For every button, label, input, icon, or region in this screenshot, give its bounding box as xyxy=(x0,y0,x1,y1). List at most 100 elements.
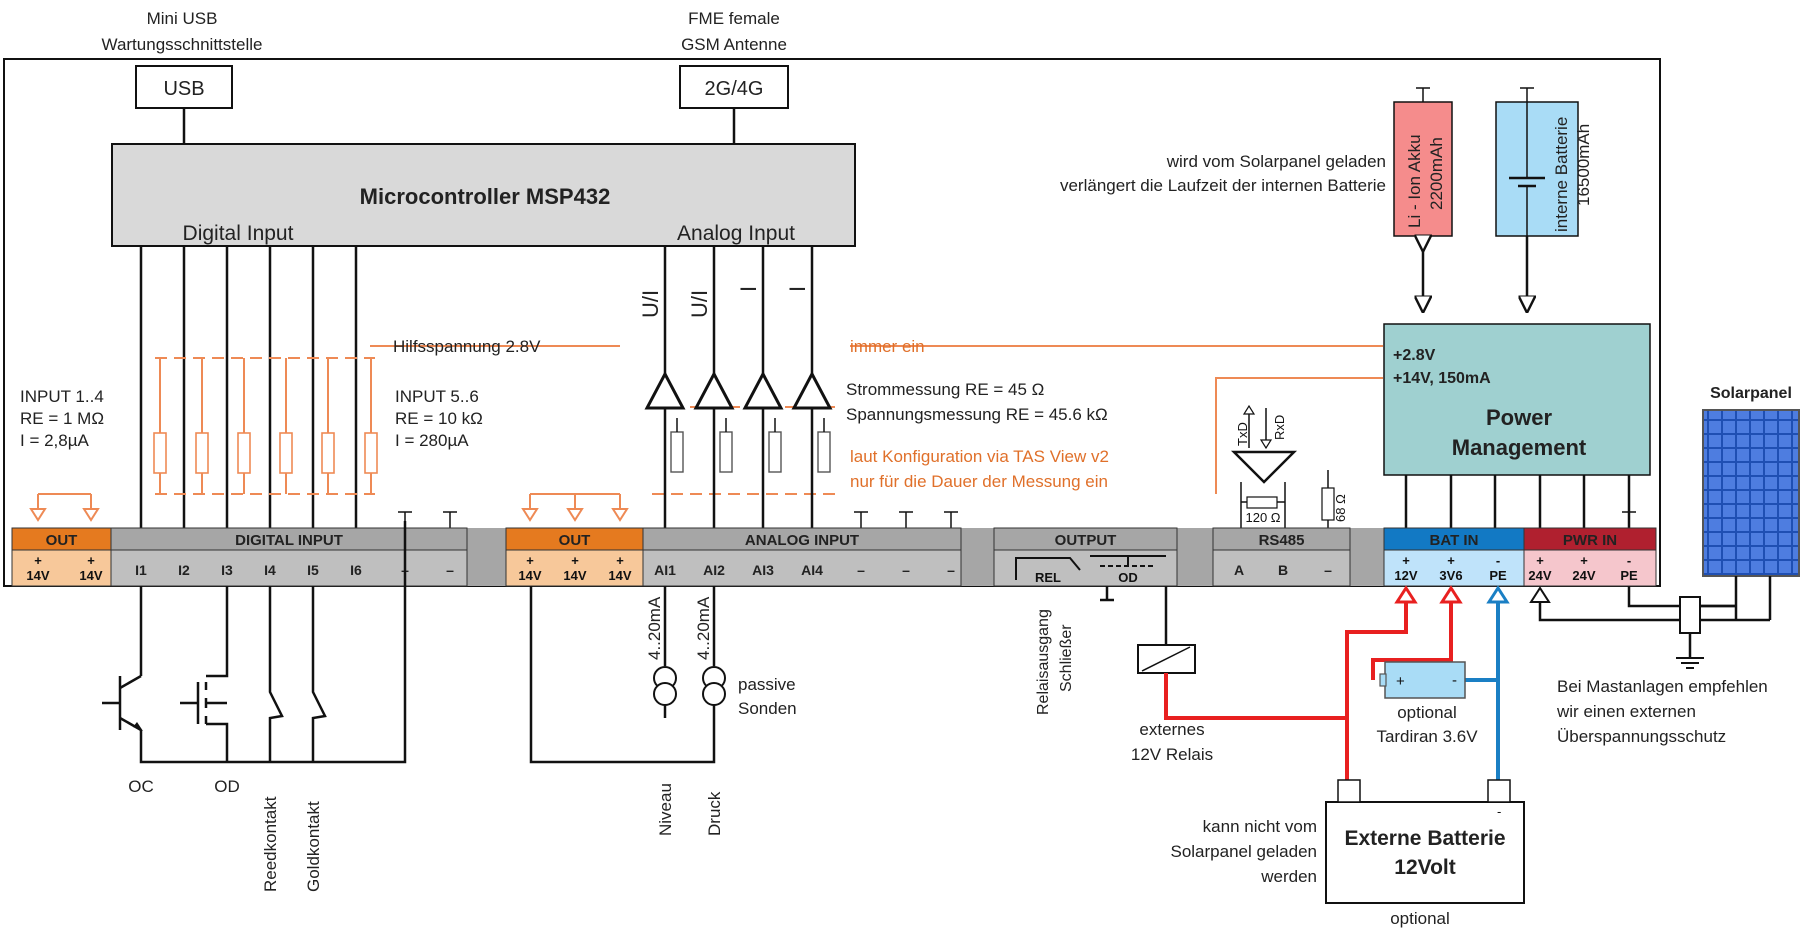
output-rel-label: REL xyxy=(1035,570,1061,585)
svg-text:+: + xyxy=(1402,553,1410,568)
analog-amplifier-3 xyxy=(742,370,784,410)
pin-label: AI3 xyxy=(752,562,774,578)
pin-label: 14V xyxy=(26,568,49,583)
pin-label: AI4 xyxy=(801,562,823,578)
liion-label-2: 2200mAh xyxy=(1427,137,1446,210)
svg-text:-: - xyxy=(1452,672,1457,689)
pin-label: 3V6 xyxy=(1439,568,1462,583)
power-management-block xyxy=(1383,323,1651,476)
svg-text:-: - xyxy=(1627,553,1631,568)
pin-label: – xyxy=(446,562,454,578)
solar-title: Solarpanel xyxy=(1710,385,1792,402)
svg-text:+: + xyxy=(34,553,42,568)
always-on-label: immer ein xyxy=(850,337,925,356)
analog-amplifier-4 xyxy=(791,370,833,410)
pin-label: – xyxy=(1324,562,1332,578)
current-measure-label: Strommessung RE = 45 Ω xyxy=(846,380,1044,399)
pin-label: PE xyxy=(1620,568,1638,583)
passive-label-2: Sonden xyxy=(738,699,797,718)
pin-label: AI1 xyxy=(654,562,676,578)
pin-label: I6 xyxy=(350,562,362,578)
ext-battery-label-1: Externe Batterie xyxy=(1344,827,1505,850)
pin-label: A xyxy=(1234,562,1244,578)
voltage-measure-label: Spannungsmessung RE = 45.6 kΩ xyxy=(846,405,1108,424)
pull-resistor-i3 xyxy=(237,432,251,474)
shunt-resistor-4 xyxy=(817,431,831,473)
pin-label: – xyxy=(857,562,865,578)
config-note-line1: laut Konfiguration via TAS View v2 xyxy=(850,447,1109,466)
tadiran-label-1: optional xyxy=(1397,703,1457,722)
pin-label: I2 xyxy=(178,562,190,578)
usb-port-label: USB xyxy=(163,78,204,100)
mast-label-3: Überspannungsschutz xyxy=(1557,727,1726,746)
pin-label: B xyxy=(1278,562,1288,578)
connector-pwrin-title: PWR IN xyxy=(1563,532,1617,549)
svg-text:+: + xyxy=(87,553,95,568)
passive-label-1: passive xyxy=(738,675,796,694)
ma2-label: 4..20mA xyxy=(694,596,713,660)
pin-label: I3 xyxy=(221,562,233,578)
power-pin-lines xyxy=(1404,475,1631,528)
internal-battery-label-1: interne Batterie xyxy=(1552,117,1571,232)
input-5-6-line1: INPUT 5..6 xyxy=(395,387,479,406)
ext-relay-label-1: externes xyxy=(1139,720,1204,739)
relay-output-wiring xyxy=(1100,586,1196,674)
gsm-antenna-port xyxy=(679,65,789,109)
connector-analog-title: ANALOG INPUT xyxy=(745,532,859,549)
pull-resistor-i1 xyxy=(153,432,167,474)
relay-out-label-2: Schließer xyxy=(1058,624,1075,692)
pin-label: 12V xyxy=(1394,568,1417,583)
external-battery xyxy=(1325,801,1525,904)
rs485-r68: 68 Ω xyxy=(1333,494,1348,522)
solar-panel xyxy=(1702,409,1800,577)
svg-text:+: + xyxy=(616,553,624,568)
pin-label: I4 xyxy=(264,562,276,578)
connector-out1-title: OUT xyxy=(46,532,78,549)
pull-resistor-i5 xyxy=(321,432,335,474)
analog-ch3-label: I xyxy=(736,286,761,292)
connector-batin-title: BAT IN xyxy=(1430,532,1479,549)
connector-output-title: OUTPUT xyxy=(1055,532,1117,549)
pwr-in-wiring xyxy=(1529,586,1770,669)
tadiran-label-2: Tardiran 3.6V xyxy=(1376,727,1478,746)
pin-label: 14V xyxy=(518,568,541,583)
input-1-4-line3: I = 2,8µA xyxy=(20,431,90,450)
shunt-resistor-2 xyxy=(719,431,733,473)
output-od-label: OD xyxy=(1118,570,1138,585)
aux-voltage-label: Hilfsspannung 2.8V xyxy=(393,337,541,356)
shunt-resistor-3 xyxy=(768,431,782,473)
svg-text:+: + xyxy=(1447,553,1455,568)
no-charge-label-3: werden xyxy=(1260,867,1317,886)
analog-ch4-label: I xyxy=(785,286,810,292)
pull-resistor-i4 xyxy=(279,432,293,474)
gsm-caption-2: GSM Antenne xyxy=(681,35,787,54)
pin-label: AI2 xyxy=(703,562,725,578)
pin-label: 24V xyxy=(1572,568,1595,583)
microcontroller-title: Microcontroller MSP432 xyxy=(360,184,611,209)
pin-label: I5 xyxy=(307,562,319,578)
svg-text:-: - xyxy=(1496,553,1500,568)
microcontroller-block xyxy=(111,143,856,247)
optional-label: optional xyxy=(1390,909,1450,928)
od-label: OD xyxy=(214,777,240,796)
connector-pwrin: PWR IN+24V+24V-PE xyxy=(1523,527,1657,587)
digital-input-lines xyxy=(139,246,358,528)
power-title-2: Management xyxy=(1452,435,1587,460)
gsm-caption-1: FME female xyxy=(688,9,780,28)
svg-text:+: + xyxy=(1396,673,1405,690)
pin-label: 24V xyxy=(1528,568,1551,583)
config-note-line2: nur für die Dauer der Messung ein xyxy=(850,472,1108,491)
svg-text:-: - xyxy=(1497,804,1501,819)
aux-voltage-network xyxy=(29,345,1383,522)
usb-caption-1: Mini USB xyxy=(147,9,218,28)
pin-label: I1 xyxy=(135,562,147,578)
power-line-2: +14V, 150mA xyxy=(1393,370,1491,387)
input-5-6-line2: RE = 10 kΩ xyxy=(395,409,483,428)
liion-akku xyxy=(1393,101,1453,237)
reed-label: Reedkontakt xyxy=(261,796,280,892)
power-title-1: Power xyxy=(1486,405,1552,430)
niveau-label: Niveau xyxy=(656,783,675,836)
ext-relay-label-2: 12V Relais xyxy=(1131,745,1213,764)
rs485-r120: 120 Ω xyxy=(1245,510,1280,525)
